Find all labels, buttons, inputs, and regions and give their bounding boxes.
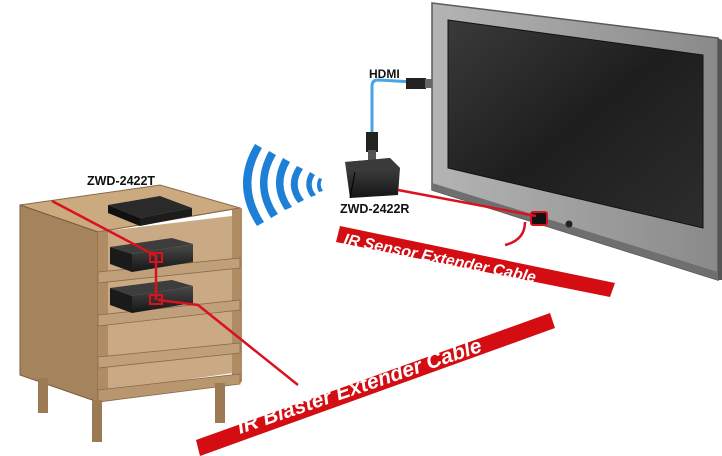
ir-sensor-cable-label: IR Sensor Extender Cable	[342, 231, 537, 286]
wifi-waves-icon	[243, 144, 323, 226]
ir-sensor-cable-loop	[505, 222, 525, 245]
ir-sensor-cable-banner: IR Sensor Extender Cable	[336, 226, 615, 297]
television	[432, 3, 722, 280]
tv-side	[718, 38, 722, 280]
receiver-box-icon	[345, 158, 400, 198]
cabinet-side	[20, 205, 98, 402]
ir-blaster-cable-label: IR Blaster Extender Cable	[234, 334, 485, 439]
hdmi-label: HDMI	[369, 67, 400, 81]
tv-power-led	[566, 221, 573, 228]
cabinet-leg	[215, 383, 225, 423]
hdmi-cable	[366, 78, 432, 160]
ir-blaster-cable-banner: IR Blaster Extender Cable	[196, 313, 555, 456]
transmitter-label: ZWD-2422T	[87, 174, 155, 188]
receiver-label: ZWD-2422R	[340, 202, 409, 216]
ir-sensor-icon	[531, 212, 547, 225]
cabinet-leg	[92, 400, 102, 442]
cabinet-leg	[38, 378, 48, 413]
